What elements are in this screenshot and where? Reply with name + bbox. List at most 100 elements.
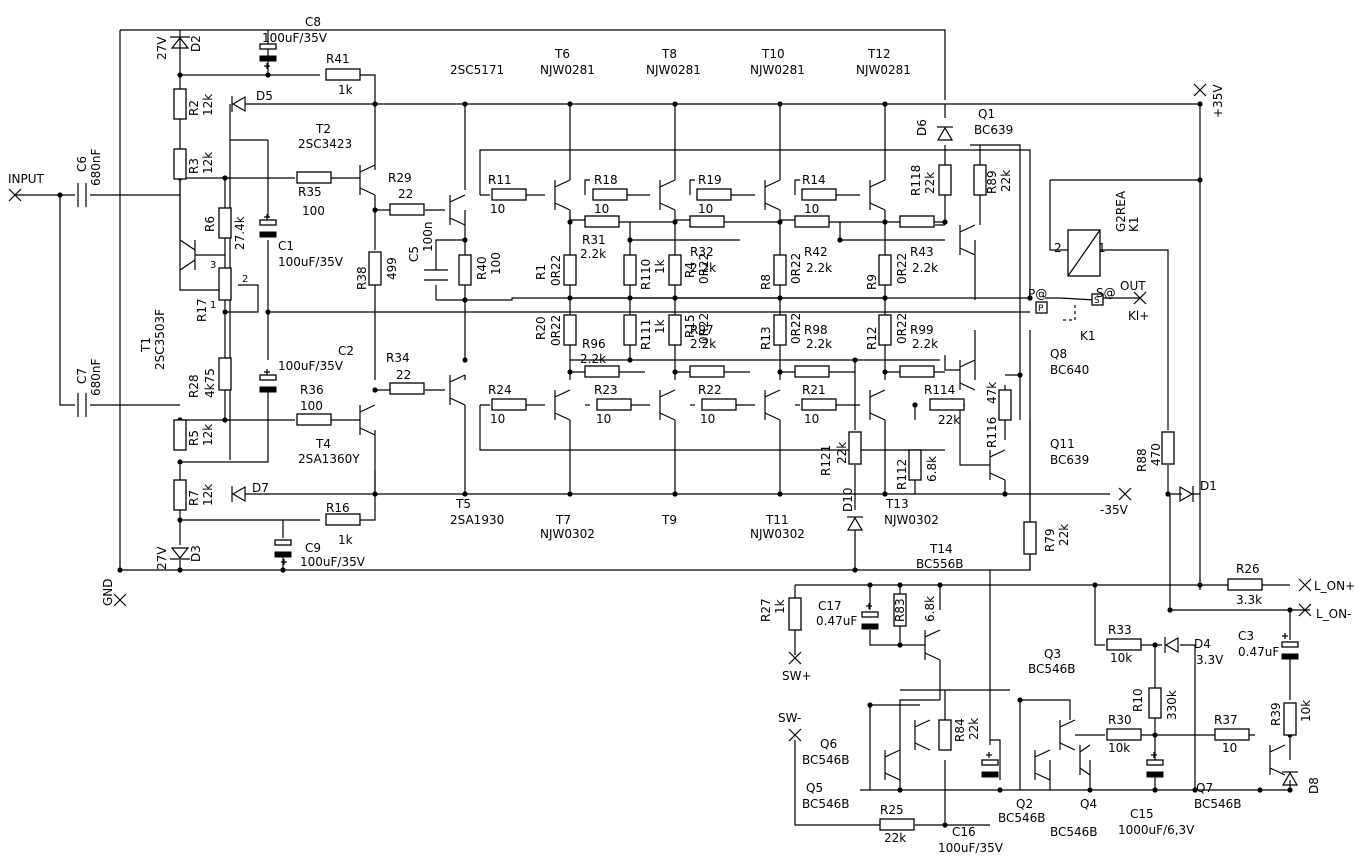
t4-ref: T4 [315,437,331,451]
relay-s-box: S [1094,296,1100,306]
resistor-R83 [893,593,907,627]
q6-ref: Q6 [820,737,837,751]
r4-ref: R4 [683,262,697,278]
r40-ref: R40 [475,256,489,280]
resistor-R7 [173,479,187,511]
relay-type: G2REA [1114,190,1128,232]
resistor-R98 [794,365,830,378]
r99-ref: R99 [910,323,934,337]
r21-value: 10 [804,412,819,426]
c17-ref: C17 [818,599,842,613]
resistor-R114 [929,398,965,411]
t4-value: 2SA1360Y [298,452,360,466]
r97-value: 2.2k [690,337,716,351]
c3-ref: C3 [1238,629,1254,643]
resistor-R89 [973,164,987,196]
r6-value: 27.4k [233,216,247,250]
r40-value: 100 [489,252,503,275]
d6-ref: D6 [915,119,929,136]
diode-D1 [1179,485,1194,503]
d8-ref: D8 [1307,777,1321,794]
t14-value: BC556B [916,557,964,571]
r84-value: 22k [967,718,981,740]
diodes [170,36,1299,786]
t12-ref: T12 [867,47,891,61]
c6-value: 680nF [89,148,103,186]
resistor-R8 [773,254,787,286]
r30-value: 10k [1108,741,1130,755]
r88-ref: R88 [1135,448,1149,472]
r79-ref: R79 [1043,528,1057,552]
resistor-R39 [1283,702,1297,736]
r97-ref: R97 [690,323,714,337]
c7-value: 680nF [89,358,103,396]
r42-value: 2.2k [806,261,832,275]
q1-ref: Q1 [978,107,995,121]
q1-value: BC639 [974,123,1013,137]
resistor-R34 [389,382,425,395]
r19-value: 10 [698,202,713,216]
q4-ref: Q4 [1080,797,1097,811]
r33-ref: R33 [1108,623,1132,637]
relay-s-label: S@ [1096,286,1116,300]
relay-p-label: P@ [1028,287,1047,301]
t9-ref: T9 [661,513,677,527]
r10-ref: R10 [1131,688,1145,712]
resistor-R37 [1214,728,1250,741]
resistor-R25 [879,818,915,831]
capacitor-C6 [77,183,87,207]
r22-ref: R22 [698,383,722,397]
r121-value: 22k [835,442,849,464]
wires [15,29,1310,826]
r41-ref: R41 [326,52,350,66]
q8-ref: Q8 [1050,347,1067,361]
r43-ref: R43 [910,245,934,259]
resistor-R22 [701,398,737,411]
r10-value: 330k [1165,690,1179,720]
t8-ref: T8 [661,47,677,61]
capacitor-C3 [1281,641,1299,660]
zener-D2 [170,36,190,49]
resistor-R111 [623,314,637,346]
c6-ref: C6 [75,156,89,172]
r110-ref: R110 [639,259,653,290]
resistor-R36 [296,413,332,426]
r21-ref: R21 [802,383,826,397]
r114-value: 22k [938,413,960,427]
c5-value: 100n [421,221,435,252]
capacitor-C15 [1146,759,1164,778]
d2-value: 27V [155,36,169,60]
r36-ref: R36 [300,383,324,397]
c15-value: 1000uF/6,3V [1118,823,1195,837]
resistor-R96 [584,365,620,378]
resistor-R42 [794,215,830,228]
resistor-R43 [899,215,935,228]
resistor-R99 [899,365,935,378]
r4-value: 0R22 [697,253,711,284]
resistor-R40 [458,254,472,286]
resistor-R26 [1227,578,1263,591]
r43-value: 2.2k [912,261,938,275]
terminal-sw-plus: SW+ [782,669,812,683]
resistor-R31 [584,215,620,228]
r121-ref: R121 [819,445,833,476]
capacitor-C2 [259,374,277,393]
d7-ref: D7 [252,481,269,495]
junctions [57,72,1293,828]
t2-value: 2SC3423 [298,137,352,151]
r31-ref: R31 [582,233,606,247]
diode-D6 [936,126,954,141]
c9-value: 100uF/35V [300,555,366,569]
diode-D10 [846,516,864,531]
r23-ref: R23 [594,383,618,397]
r41-value: 1k [338,83,353,97]
r14-value: 10 [804,202,819,216]
r1-ref: R1 [534,264,548,280]
capacitor-C8 [259,43,277,62]
resistor-R10 [1148,687,1162,719]
terminal-vpos: +35V [1211,84,1225,118]
r27-value: 1k [773,599,787,614]
capacitor-C7 [77,393,87,417]
q7-ref: Q7 [1196,781,1213,795]
resistor-R97 [689,365,725,378]
